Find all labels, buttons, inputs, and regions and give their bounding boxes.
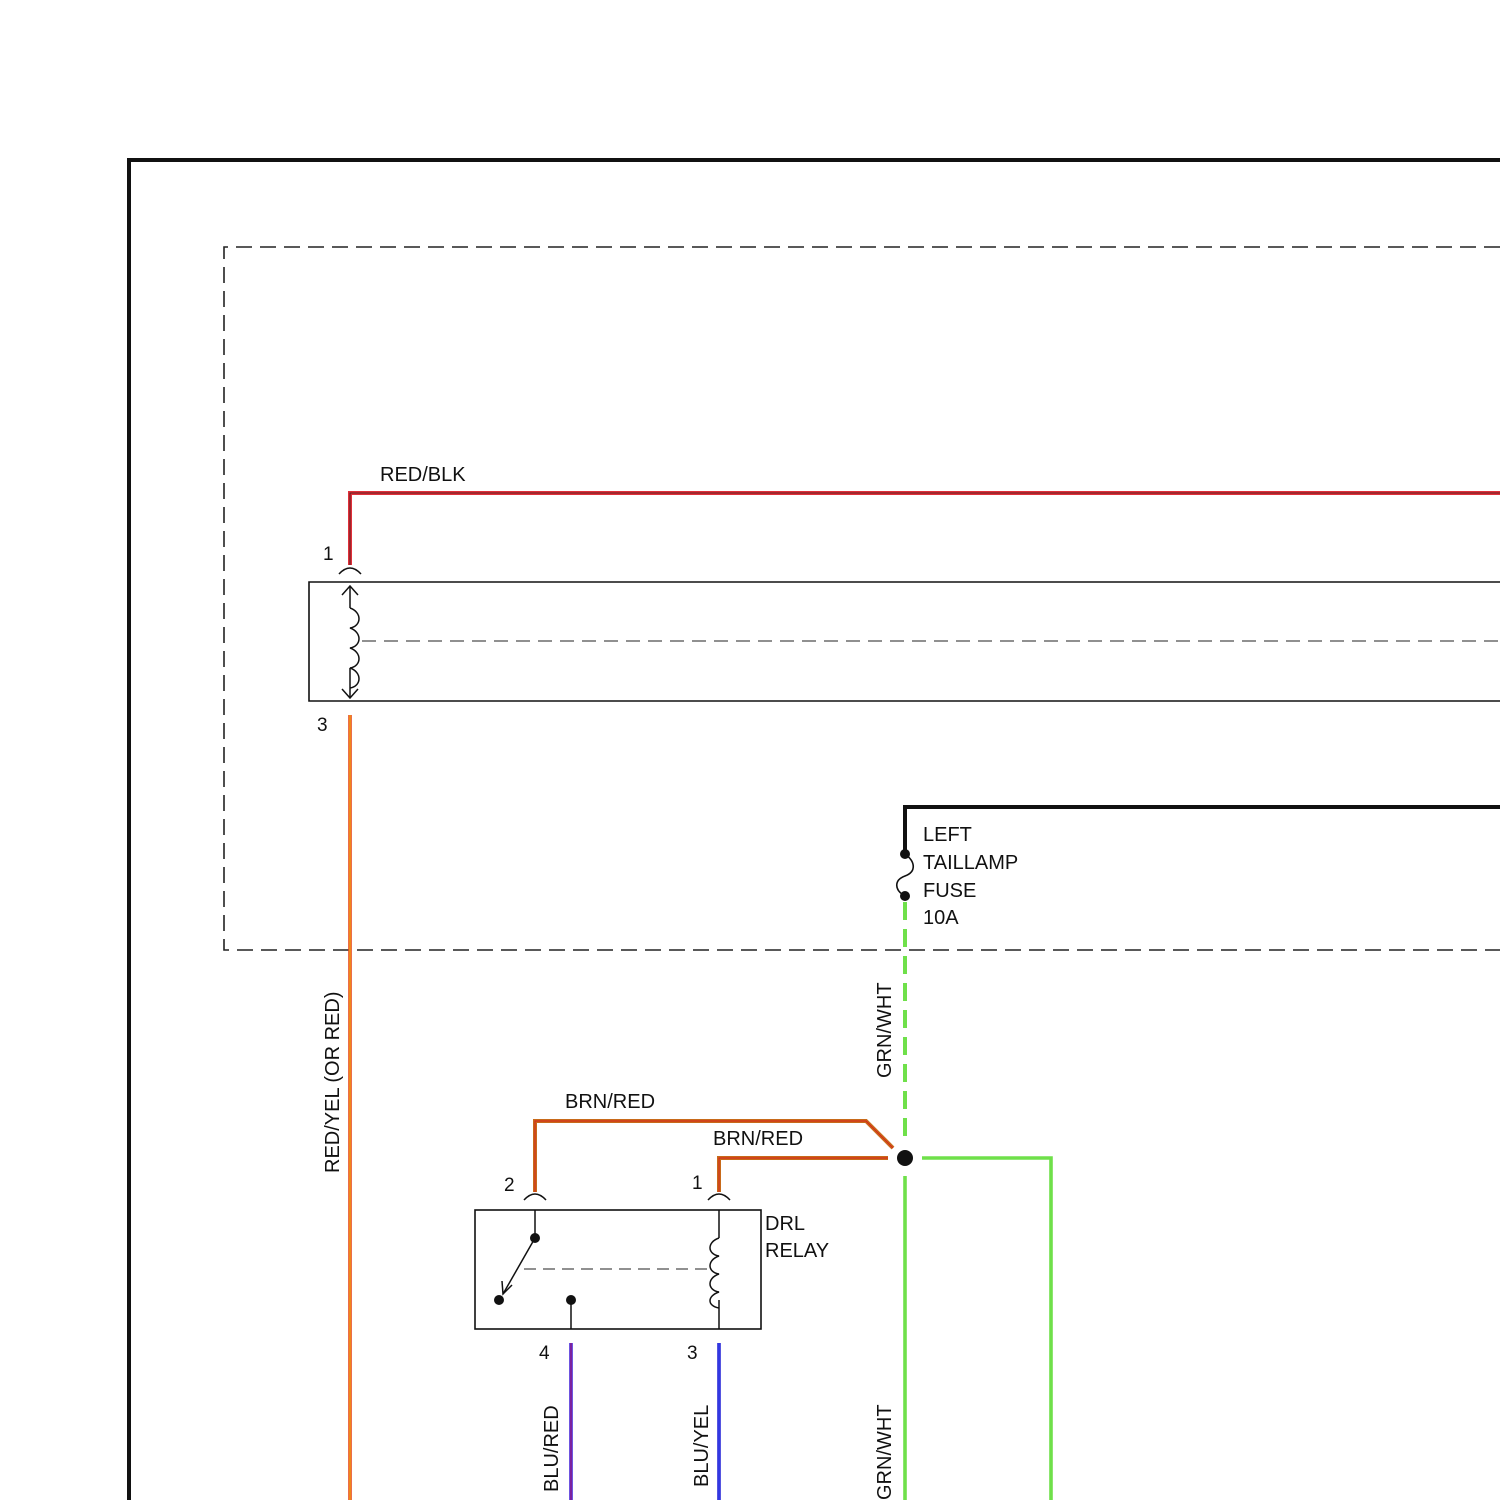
wire-label-brn-red-lower: BRN/RED <box>713 1128 803 1150</box>
wire-label-blu-yel: BLU/YEL <box>691 1405 713 1487</box>
wire-label-brn-red-upper: BRN/RED <box>565 1091 655 1113</box>
fuse-label-fuse: FUSE <box>923 880 976 902</box>
fuse-rating: 10A <box>923 907 959 929</box>
outer-frame <box>129 160 1500 1500</box>
wire-label-grn-wht-bottom: GRN/WHT <box>874 1404 896 1500</box>
relay-pin-1: 1 <box>692 1173 703 1194</box>
relay-pin-3: 3 <box>687 1343 698 1364</box>
splice-node <box>897 1150 913 1166</box>
wire-label-blu-red: BLU/RED <box>541 1405 563 1492</box>
upper-pin-1: 1 <box>323 544 334 565</box>
wire-red-blk <box>350 493 1500 565</box>
upper-pin-3: 3 <box>317 715 328 736</box>
fuse-symbol <box>897 849 914 901</box>
wire-grn-wht-right <box>922 1158 1051 1500</box>
relay-label-drl: DRL <box>765 1213 805 1235</box>
wire-label-grn-wht-top: GRN/WHT <box>874 982 896 1078</box>
wire-label-red-blk: RED/BLK <box>380 464 466 486</box>
wire-brn-red-lower <box>719 1158 888 1192</box>
fuse-label-left: LEFT <box>923 824 972 846</box>
relay-pin-4: 4 <box>539 1343 550 1364</box>
fuse-label-taillamp: TAILLAMP <box>923 852 1018 874</box>
relay-pin-2: 2 <box>504 1175 515 1196</box>
upper-component <box>309 568 1500 701</box>
dashed-enclosure <box>224 247 1500 950</box>
fuse-feed-wire <box>905 807 1500 852</box>
relay-label-relay: RELAY <box>765 1240 829 1262</box>
wire-label-red-yel: RED/YEL (OR RED) <box>322 991 344 1173</box>
drl-relay <box>475 1194 761 1329</box>
